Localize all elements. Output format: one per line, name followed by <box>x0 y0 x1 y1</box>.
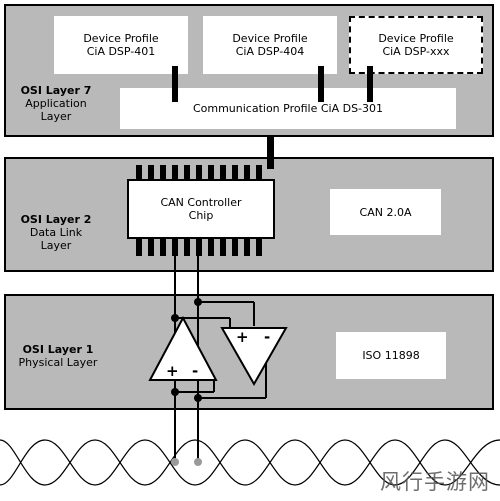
profile-xxx-line1: Device Profile <box>378 32 454 45</box>
connector-layer7-chip <box>267 137 274 157</box>
profile-401-line1: Device Profile <box>83 32 159 45</box>
bus-wire-a <box>0 439 500 486</box>
receiver-minus: - <box>264 328 271 346</box>
transmitter-plus: + <box>166 362 179 380</box>
chip-label-line2: Chip <box>188 209 214 222</box>
can-2-0a-box: CAN 2.0A <box>330 189 441 235</box>
layer7-label: OSI Layer 7 Application Layer <box>14 84 98 123</box>
bus-wire-b <box>0 439 500 486</box>
profile-401-line2: CiA DSP-401 <box>86 45 156 58</box>
layer7-title: OSI Layer 7 <box>20 84 92 97</box>
layer1-sub1: Physical Layer <box>18 356 98 369</box>
transmitter-minus: - <box>192 362 199 380</box>
can-2-0a-label: CAN 2.0A <box>359 205 412 219</box>
watermark: 风行手游网 <box>380 470 490 494</box>
layer1-title: OSI Layer 1 <box>22 343 94 356</box>
layer2-sub1: Data Link <box>29 226 83 239</box>
layer2-sub2: Layer <box>40 239 72 252</box>
receiver-plus: + <box>236 328 249 346</box>
layer2-title: OSI Layer 2 <box>20 213 92 226</box>
connector-xxx <box>367 66 373 102</box>
transmitter-amplifier <box>148 315 218 381</box>
receiver-amplifier <box>220 327 288 387</box>
chip-label-line1: CAN Controller <box>160 196 242 209</box>
iso-11898-label: ISO 11898 <box>362 349 420 362</box>
can-controller-label: CAN Controller Chip <box>131 183 271 235</box>
connector-401 <box>172 66 178 102</box>
iso-11898-box: ISO 11898 <box>336 332 446 379</box>
profile-404-line2: CiA DSP-404 <box>235 45 305 58</box>
connector-404 <box>318 66 324 102</box>
communication-profile-label: Communication Profile CiA DS-301 <box>192 102 384 115</box>
layer2-label: OSI Layer 2 Data Link Layer <box>14 213 98 252</box>
layer7-sub1: Application <box>25 97 87 110</box>
layer7-sub2: Layer <box>40 110 72 123</box>
chip-pins <box>136 165 262 256</box>
device-profile-xxx: Device Profile CiA DSP-xxx <box>349 16 483 74</box>
profile-xxx-line2: CiA DSP-xxx <box>382 45 450 58</box>
layer1-label: OSI Layer 1 Physical Layer <box>12 343 104 369</box>
profile-404-line1: Device Profile <box>232 32 308 45</box>
can-controller-chip <box>127 179 275 239</box>
device-profile-401: Device Profile CiA DSP-401 <box>54 16 188 74</box>
device-profile-404: Device Profile CiA DSP-404 <box>203 16 337 74</box>
